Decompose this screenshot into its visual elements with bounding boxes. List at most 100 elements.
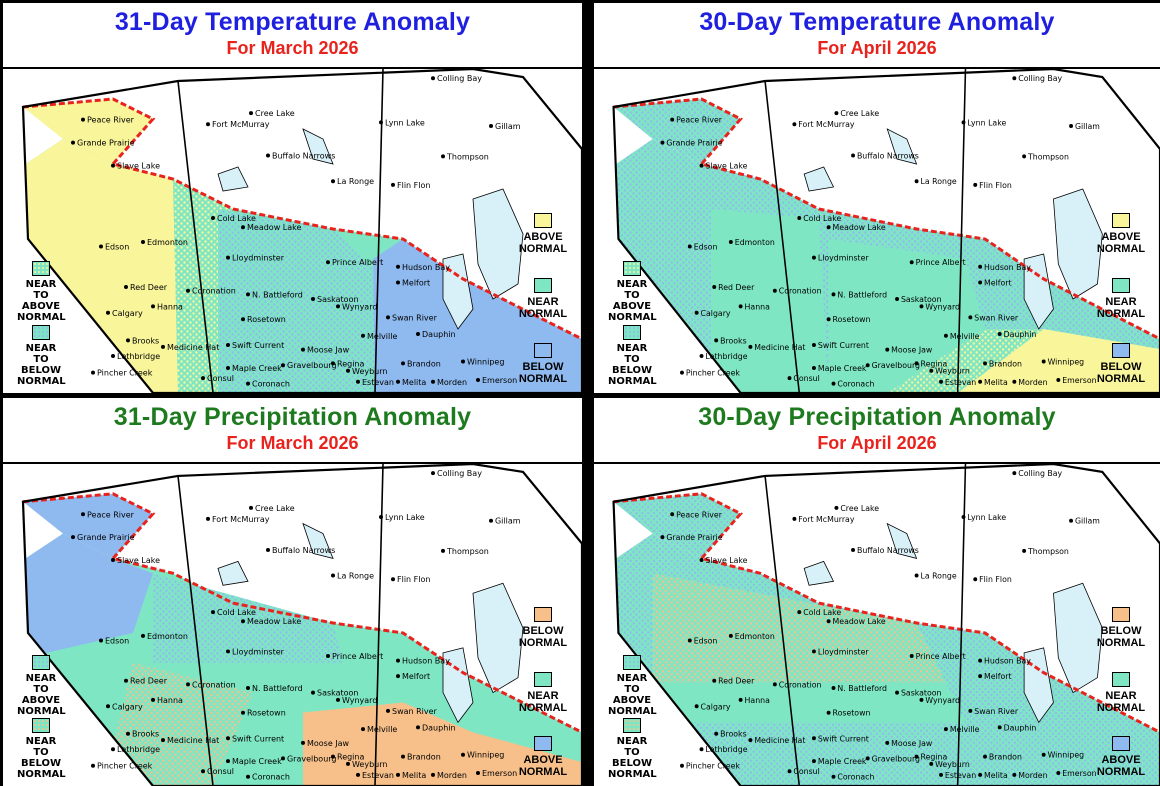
panel-subtitle: For March 2026 xyxy=(226,433,359,453)
city-marker xyxy=(126,338,130,343)
city-label: Coronation xyxy=(192,287,236,296)
city-label: Winnipeg xyxy=(1048,357,1085,366)
city-marker xyxy=(201,769,205,774)
city-label: Flin Flon xyxy=(979,575,1012,584)
legend-entry: NEAR TO BELOW NORMAL xyxy=(17,325,66,387)
city-label: Peace River xyxy=(676,510,723,519)
city-marker xyxy=(1012,76,1017,81)
city-marker xyxy=(111,558,115,562)
legend-entry: NEAR TO ABOVE NORMAL xyxy=(17,654,66,717)
city-label: Saskatoon xyxy=(317,295,359,304)
city-label: Melita xyxy=(402,771,426,780)
city-marker xyxy=(186,682,190,687)
city-label: Red Deer xyxy=(718,283,755,292)
city-marker xyxy=(396,280,400,285)
city-label: Rosetown xyxy=(247,315,286,324)
city-label: Gravelbourg xyxy=(287,754,337,763)
city-marker xyxy=(111,163,115,168)
city-marker xyxy=(1022,548,1027,553)
city-marker xyxy=(331,179,335,184)
legend-entry: NEAR NORMAL xyxy=(512,278,574,320)
city-label: Medicine Hat xyxy=(167,343,219,352)
city-label: Edmonton xyxy=(735,238,775,247)
city-marker xyxy=(961,515,966,520)
city-marker xyxy=(939,379,943,384)
city-marker xyxy=(660,535,665,540)
legend-entry: BELOW NORMAL xyxy=(512,606,574,649)
city-label: Estevan xyxy=(362,771,394,780)
city-marker xyxy=(326,260,330,265)
city-label: Melfort xyxy=(984,278,1012,287)
city-label: Fort McMurray xyxy=(212,515,270,524)
legend-entry: ABOVE NORMAL xyxy=(512,213,574,255)
city-label: Coronach xyxy=(252,773,290,782)
city-marker xyxy=(968,708,973,713)
city-label: Hanna xyxy=(745,302,771,311)
city-label: Colling Bay xyxy=(437,74,482,83)
city-label: Cold Lake xyxy=(803,608,841,617)
city-marker xyxy=(978,674,983,679)
city-marker xyxy=(396,379,400,384)
city-label: Meadow Lake xyxy=(247,223,301,232)
city-label: Winnipeg xyxy=(1048,751,1085,760)
city-label: Dauphin xyxy=(422,723,456,732)
city-label: Coronation xyxy=(779,287,822,296)
city-marker xyxy=(914,361,919,366)
city-marker xyxy=(141,633,145,638)
city-marker xyxy=(201,376,205,381)
legend-label: ABOVE NORMAL xyxy=(1096,754,1146,779)
city-label: Consul xyxy=(793,767,819,776)
city-marker xyxy=(1069,124,1073,129)
city-marker xyxy=(81,117,85,122)
city-marker xyxy=(978,264,983,269)
city-marker xyxy=(712,678,717,683)
city-label: Gillam xyxy=(495,122,521,131)
city-label: Lethbridge xyxy=(705,352,747,361)
city-label: Moose Jaw xyxy=(891,739,933,748)
city-marker xyxy=(346,761,350,766)
city-label: Flin Flon xyxy=(979,181,1012,190)
city-marker xyxy=(694,310,699,315)
city-marker xyxy=(973,577,978,582)
city-label: Slave Lake xyxy=(117,162,160,171)
city-label: Lloydminster xyxy=(818,254,870,263)
city-label: Calgary xyxy=(112,702,143,711)
legend-entry: ABOVE NORMAL xyxy=(1090,736,1152,778)
city-marker xyxy=(71,535,75,540)
city-label: Thompson xyxy=(1027,152,1069,161)
city-label: Moose Jaw xyxy=(307,346,350,355)
city-label: Maple Creek xyxy=(232,757,282,766)
legend-label: NEAR TO ABOVE NORMAL xyxy=(17,672,66,717)
city-label: Dauphin xyxy=(1004,330,1037,339)
city-marker xyxy=(461,359,465,364)
city-label: Lynn Lake xyxy=(385,118,425,127)
city-label: Fort McMurray xyxy=(212,120,270,129)
city-label: Swan River xyxy=(974,707,1019,716)
city-label: Brandon xyxy=(407,753,441,762)
city-marker xyxy=(91,370,95,375)
city-label: Moose Jaw xyxy=(307,739,350,748)
city-marker xyxy=(246,686,250,690)
city-label: Hudson Bay xyxy=(984,657,1031,666)
legend-entry: NEAR NORMAL xyxy=(512,671,574,714)
city-marker xyxy=(206,516,210,521)
legend-entry: NEAR TO ABOVE NORMAL xyxy=(608,261,657,323)
city-marker xyxy=(211,216,215,221)
city-label: Melville xyxy=(950,332,980,341)
city-marker xyxy=(895,690,899,695)
city-label: Regina xyxy=(337,753,364,762)
city-label: Lloydminster xyxy=(232,647,285,656)
city-label: Fort McMurray xyxy=(798,515,854,524)
city-marker xyxy=(811,759,816,764)
city-marker xyxy=(997,725,1002,730)
city-marker xyxy=(379,120,383,125)
panel-title: 30-Day Precipitation Anomaly xyxy=(698,403,1056,431)
city-label: Morden xyxy=(437,771,467,780)
city-marker xyxy=(91,763,95,768)
city-marker xyxy=(834,111,839,116)
city-label: Red Deer xyxy=(718,677,755,686)
panel-subtitle: For March 2026 xyxy=(226,38,359,58)
city-marker xyxy=(99,244,103,249)
